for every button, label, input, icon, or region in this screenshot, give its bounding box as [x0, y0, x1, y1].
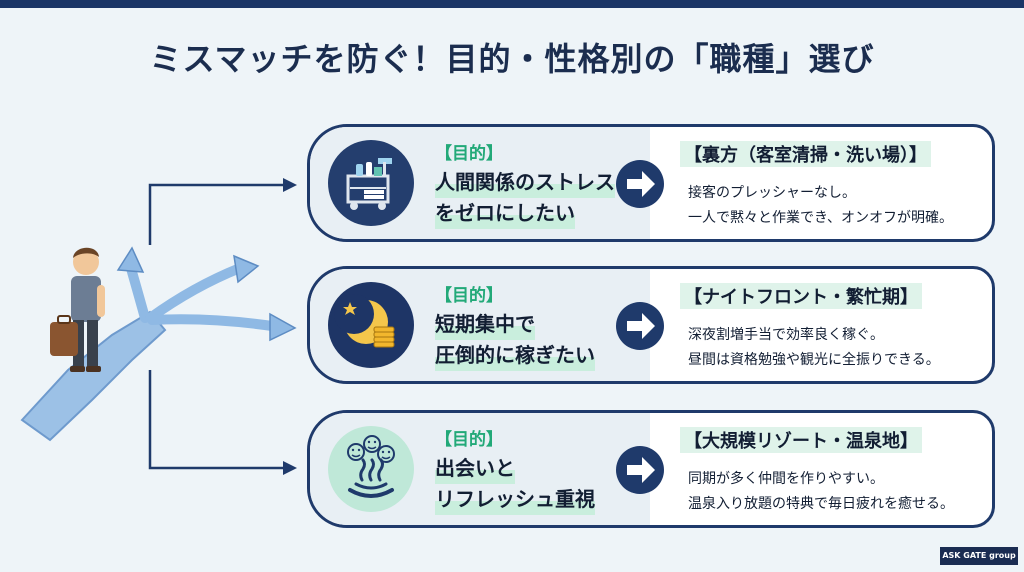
description-line: 昼間は資格勉強や観光に全振りできる。 [688, 352, 940, 368]
description-line: 同期が多く仲間を作りやすい。 [688, 471, 884, 487]
right-arrow-icon [616, 302, 664, 350]
goal-line: 出会いと [435, 453, 515, 484]
split-arrow-up [125, 260, 150, 323]
connector-arrowhead-1 [283, 178, 297, 192]
goal-line: 圧倒的に稼ぎたい [435, 340, 595, 371]
goal-text: 短期集中で 圧倒的に稼ぎたい [435, 309, 595, 371]
purpose-tag: 【目的】 [435, 430, 503, 450]
description-line: 温泉入り放題の特典で毎日疲れを癒せる。 [688, 496, 954, 512]
option-card-night-front: 【目的】 短期集中で 圧倒的に稼ぎたい 【ナイトフロント・繁忙期】 深夜割増手当… [307, 266, 995, 384]
brand-logo: ASK GATE group [940, 547, 1018, 565]
job-title: 【裏方（客室清掃・洗い場）】 [680, 141, 931, 167]
job-description: 接客のプレッシャーなし。 一人で黙々と作業でき、オンオフが明確。 [688, 181, 953, 231]
job-title: 【ナイトフロント・繁忙期】 [680, 283, 922, 309]
goal-line: リフレッシュ重視 [435, 484, 595, 515]
purpose-tag: 【目的】 [435, 144, 503, 164]
job-title: 【大規模リゾート・温泉地】 [680, 427, 922, 453]
split-arrow-right [147, 314, 277, 331]
goal-line: 短期集中で [435, 309, 535, 340]
page-title: ミスマッチを防ぐ！目的・性格別の「職種」選び [149, 40, 875, 78]
cleaning-cart-icon [328, 140, 414, 226]
goal-line: 人間関係のストレス [435, 167, 615, 198]
top-accent-bar [0, 0, 1024, 8]
goal-text: 出会いと リフレッシュ重視 [435, 453, 595, 515]
goal-text: 人間関係のストレス をゼロにしたい [435, 167, 615, 229]
option-card-backstage: 【目的】 人間関係のストレス をゼロにしたい 【裏方（客室清掃・洗い場）】 接客… [307, 124, 995, 242]
right-arrow-icon [616, 446, 664, 494]
moon-coins-icon [328, 282, 414, 368]
hot-spring-icon [328, 426, 414, 512]
connector-lines [148, 183, 285, 470]
description-line: 深夜割増手当で効率良く稼ぐ。 [688, 327, 884, 343]
option-card-resort: 【目的】 出会いと リフレッシュ重視 【大規模リゾート・温泉地】 同期が多く仲間… [307, 410, 995, 528]
right-arrow-icon [616, 160, 664, 208]
traveler-figure [50, 247, 105, 372]
job-description: 同期が多く仲間を作りやすい。 温泉入り放題の特典で毎日疲れを癒せる。 [688, 467, 954, 517]
job-description: 深夜割増手当で効率良く稼ぐ。 昼間は資格勉強や観光に全振りできる。 [688, 323, 940, 373]
split-arrow-right-up [145, 263, 245, 323]
description-line: 一人で黙々と作業でき、オンオフが明確。 [688, 210, 954, 226]
connector-line-1 [148, 183, 285, 245]
description-line: 接客のプレッシャーなし。 [688, 185, 856, 201]
connector-arrowhead-3 [283, 461, 297, 475]
purpose-tag: 【目的】 [435, 286, 503, 306]
suitcase-icon [50, 322, 78, 356]
goal-line: をゼロにしたい [435, 198, 575, 229]
connector-line-3 [148, 370, 285, 470]
